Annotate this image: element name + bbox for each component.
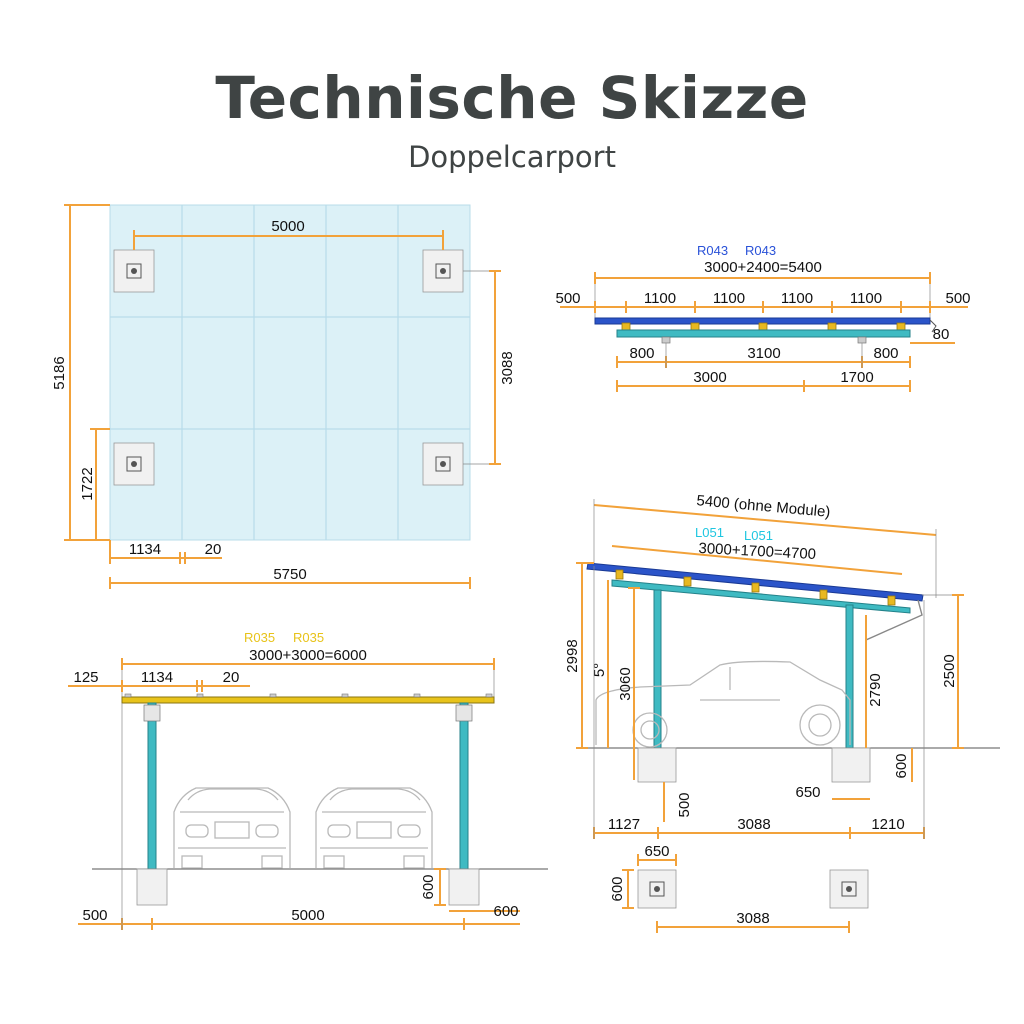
page-title: Technische Skizze [215, 64, 809, 132]
dim-label-depth-lower: 1722 [79, 467, 96, 500]
dim-label-post-rear: 2790 [867, 673, 884, 706]
dim-label-offset: 125 [73, 669, 98, 686]
dim-label-spacing-1: 1100 [644, 290, 676, 307]
dim-label-height-rear: 2500 [941, 654, 958, 687]
side-view: 5400 (ohne Module) L051 L051 3000+1700=4… [564, 492, 1000, 839]
dim-label-foundation-width: 600 [493, 903, 518, 920]
roof-panel-grid [110, 205, 470, 540]
car-right [315, 787, 433, 869]
foundation-top-right [422, 249, 464, 293]
roof-plan-area [109, 204, 471, 541]
dim-label-left: 1134 [141, 669, 173, 686]
front-foundation-left [136, 868, 168, 906]
dim-label-foundation-depth: 600 [893, 753, 910, 778]
dim-label-overhang-left: 500 [555, 290, 580, 307]
dim-label-post-front: 3060 [617, 667, 634, 700]
dim-label-width: 650 [644, 843, 669, 860]
dim-label-post-span: 3088 [737, 816, 770, 833]
dim-label-gap: 20 [223, 669, 240, 686]
angle-label: 5° [591, 663, 608, 677]
dim-label-overhang: 500 [82, 907, 107, 924]
front-roof-beam [121, 696, 495, 704]
foundation-top-left [113, 249, 155, 293]
rail-code-2: L051 [744, 528, 773, 543]
foundation-bottom-right [422, 442, 464, 486]
dim-label-width-total: 5750 [273, 566, 306, 583]
front-post-right [459, 702, 469, 898]
dim-label-foundation-embed: 500 [676, 792, 693, 817]
front-foundation-right [448, 868, 480, 906]
top-view: 5000 5186 3088 1722 1134 20 5750 [51, 204, 516, 589]
side-foundation-rear [831, 747, 871, 783]
dim-label-spacing-4: 1100 [850, 290, 882, 307]
panel-formula: 3000+2400=5400 [704, 259, 822, 276]
front-formula: 3000+3000=6000 [249, 647, 367, 664]
dim-label-post-span: 5000 [291, 907, 324, 924]
dim-label-height-front: 2998 [564, 639, 581, 672]
dim-label-rail-1: 3000 [693, 369, 726, 386]
dim-label-spacing-2: 1100 [713, 290, 745, 307]
side-roof-beam [611, 579, 911, 614]
dim-label-left-inner: 800 [629, 345, 654, 362]
dim-label-overhang-front: 1127 [608, 816, 640, 833]
module-code-1: R043 [697, 243, 728, 258]
dim-label-width-top: 5000 [271, 218, 304, 235]
dim-label-spacing-3: 1100 [781, 290, 813, 307]
dim-label-offset-left: 1134 [129, 541, 161, 558]
dim-label-overhang-rear: 1210 [871, 816, 904, 833]
module-code-2: R043 [745, 243, 776, 258]
side-module-row [586, 562, 924, 602]
rail-code-1: R035 [244, 630, 275, 645]
dim-label-depth: 600 [609, 876, 626, 901]
page-subtitle: Doppelcarport [408, 140, 616, 174]
dim-label-foundation-width: 650 [795, 784, 820, 801]
panel-side-view: R043 R043 3000+2400=5400 500 1100 1100 1… [555, 243, 971, 392]
foundation-bottom-left [113, 442, 155, 486]
rail-code-1: L051 [695, 525, 724, 540]
car-left [173, 787, 291, 869]
side-foundation-front [637, 747, 677, 783]
dim-label-middle: 3100 [747, 345, 780, 362]
dim-label-overhang-right: 500 [945, 290, 970, 307]
dim-label-depth-total: 5186 [51, 356, 68, 389]
dim-label-foundation-depth: 600 [420, 874, 437, 899]
support-rail [616, 329, 911, 338]
dim-label-span: 3088 [736, 910, 769, 927]
rail-code-2: R035 [293, 630, 324, 645]
front-view: R035 R035 3000+3000=6000 125 1134 20 [68, 630, 548, 930]
dim-label-depth-posts: 3088 [499, 351, 516, 384]
front-post-left [147, 702, 157, 898]
dim-label-rail-2: 1700 [840, 369, 873, 386]
dim-label-gap: 20 [205, 541, 222, 558]
foundation-detail: 650 600 3088 [609, 843, 869, 933]
dim-label-end: 80 [933, 326, 950, 343]
dim-label-right-inner: 800 [873, 345, 898, 362]
